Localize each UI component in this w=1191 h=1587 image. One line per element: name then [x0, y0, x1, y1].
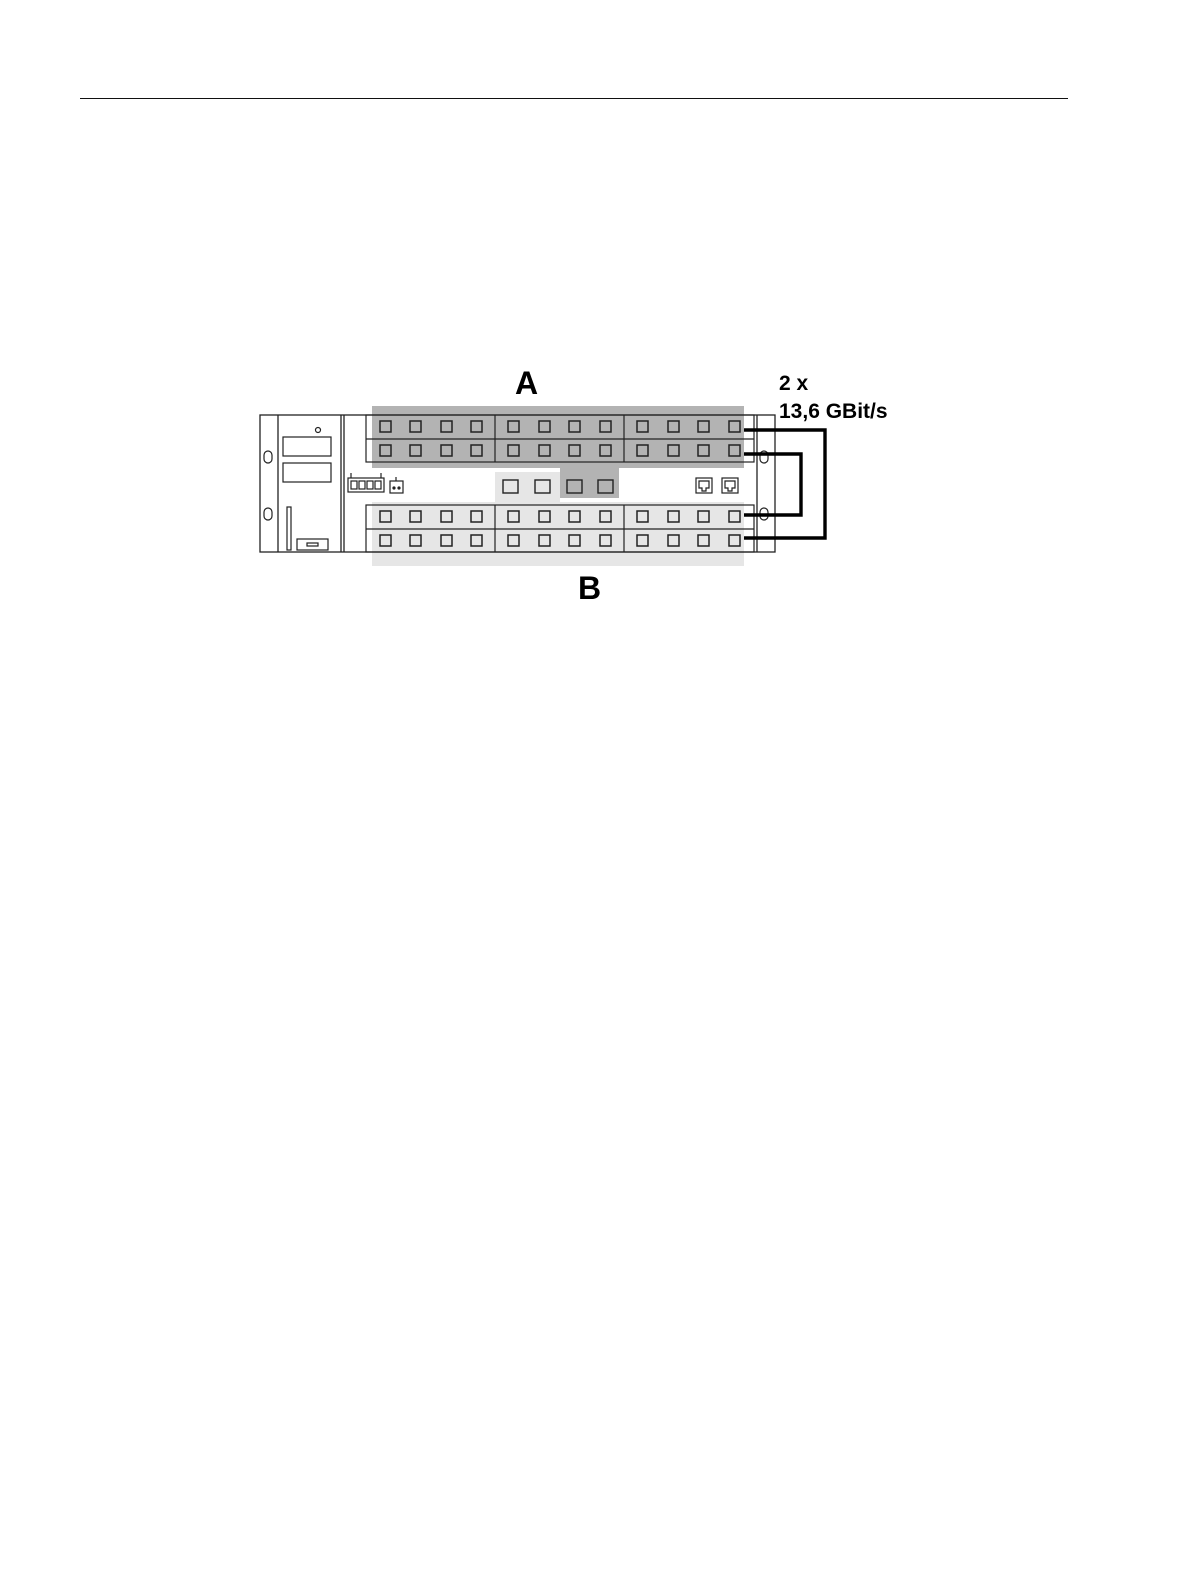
power-connector-icon	[348, 473, 384, 492]
rj45-port-icons	[696, 478, 738, 493]
stacking-link-label: 2 x 13,6 GBit/s	[779, 370, 888, 426]
link-label-speed: 13,6 GBit/s	[779, 398, 888, 426]
stacking-cables	[744, 430, 825, 538]
group-a-label: A	[515, 367, 538, 399]
group-b-label: B	[578, 572, 601, 604]
aux-connector-icon	[390, 477, 403, 493]
management-panel	[283, 428, 331, 551]
link-label-count: 2 x	[779, 370, 888, 398]
